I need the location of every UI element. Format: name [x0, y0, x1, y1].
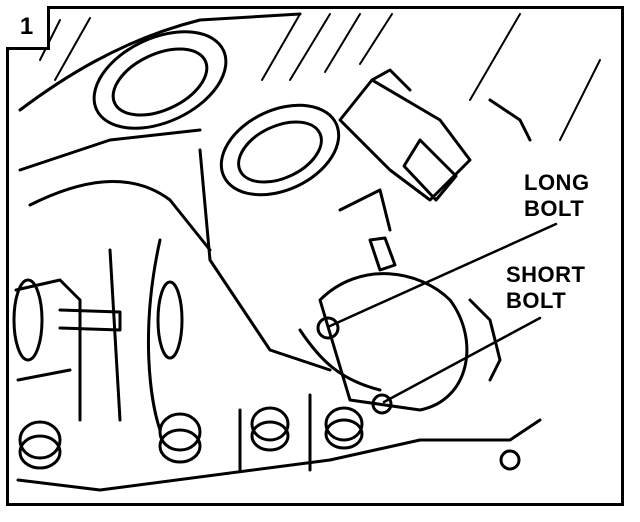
long-bolt-callout: LONG BOLT [524, 170, 590, 222]
long-bolt-callout-line2: BOLT [524, 196, 585, 221]
mount-bracket [298, 98, 532, 471]
bolt-head [158, 412, 202, 464]
short-bolt-callout-line2: BOLT [506, 288, 567, 313]
intake-ports [12, 30, 341, 362]
short-bolt-leader [382, 316, 542, 404]
bolt-head [18, 420, 62, 470]
hatching [39, 13, 601, 141]
bolt-heads [18, 316, 393, 470]
short-bolt-callout-line1: SHORT [506, 262, 586, 287]
long-bolt-leader [328, 222, 558, 328]
sensor-connector [338, 68, 472, 272]
engine-block [14, 12, 542, 492]
bolt-head [371, 393, 393, 415]
step-number-badge: 1 [6, 6, 50, 50]
short-bolt-callout: SHORT BOLT [506, 262, 586, 314]
long-bolt-callout-line1: LONG [524, 170, 590, 195]
leader-lines [328, 222, 558, 404]
bolt-head [324, 406, 364, 450]
bolt-head [316, 316, 340, 340]
step-number: 1 [19, 12, 34, 40]
bolt-head [250, 406, 290, 452]
